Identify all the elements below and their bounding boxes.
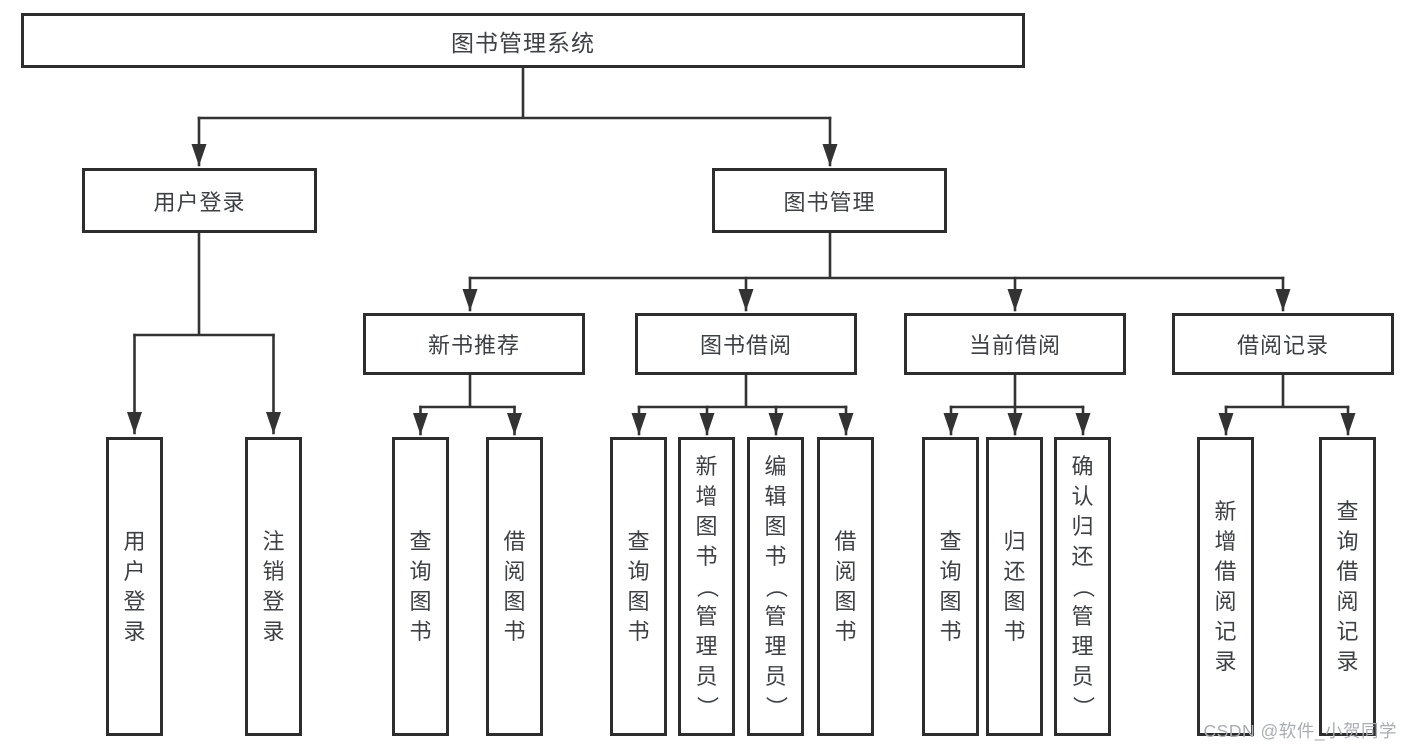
- leaf-query-books-borrow: 查询图书: [610, 437, 667, 736]
- leaf-confirm-return-admin: 确认归还（管理员）: [1054, 437, 1111, 736]
- edge-current-borrow-trunk: [949, 373, 1085, 409]
- leaf-borrow-books: 借阅图书: [817, 437, 874, 736]
- watermark: CSDN @软件_小贺同学: [1203, 721, 1397, 741]
- leaf-logout: 注销登录: [245, 437, 302, 736]
- leaf-query-borrow-record: 查询借阅记录: [1319, 437, 1376, 736]
- leaf-return-book: 归还图书: [986, 437, 1043, 736]
- node-book-borrow: 图书借阅: [635, 313, 857, 375]
- leaf-query-books-recommend: 查询图书: [392, 437, 449, 736]
- node-book-management: 图书管理: [712, 168, 947, 233]
- leaf-borrow-books-recommend: 借阅图书: [486, 437, 543, 736]
- edge-new-book-trunk: [419, 373, 516, 409]
- node-borrow-record: 借阅记录: [1172, 313, 1394, 375]
- edge-root-trunk: [197, 66, 832, 120]
- node-root: 图书管理系统: [21, 13, 1025, 68]
- node-current-borrow: 当前借阅: [904, 313, 1126, 375]
- edge-borrow-record-trunk: [1224, 373, 1350, 409]
- edge-book-borrow-trunk: [637, 373, 848, 409]
- edge-book-management-trunk: [468, 231, 1285, 280]
- leaf-query-books-current: 查询图书: [922, 437, 979, 736]
- node-user-login: 用户登录: [82, 168, 317, 233]
- node-new-book-recommend: 新书推荐: [363, 313, 585, 375]
- leaf-user-login: 用户登录: [106, 437, 163, 736]
- leaf-add-borrow-record: 新增借阅记录: [1197, 437, 1254, 736]
- leaf-add-book-admin: 新增图书（管理员）: [678, 437, 735, 736]
- edge-user-login-trunk: [133, 231, 275, 337]
- leaf-edit-book-admin: 编辑图书（管理员）: [747, 437, 804, 736]
